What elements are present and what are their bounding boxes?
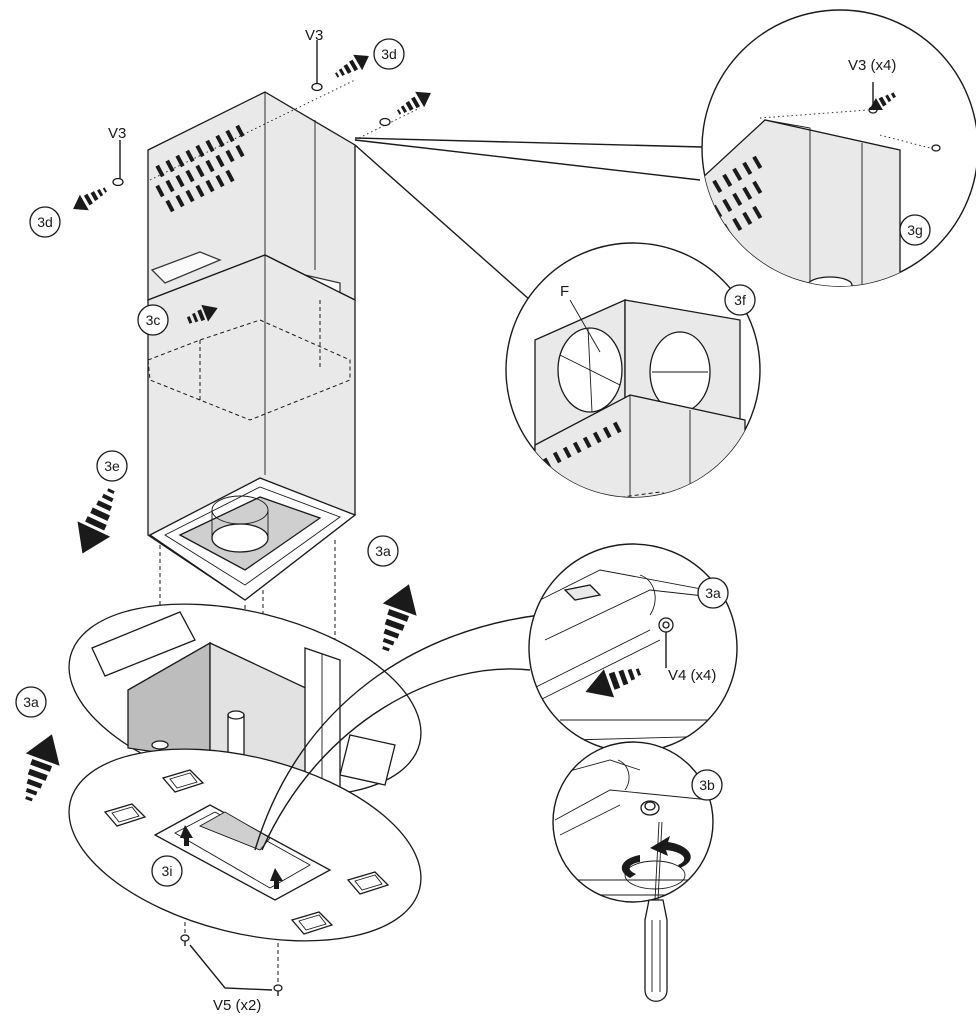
screw-v5-icon bbox=[273, 984, 283, 996]
down-arrow-icon bbox=[77, 488, 115, 554]
step-badge-3g: 3g bbox=[899, 214, 931, 246]
label-v4-x4: V4 (x4) bbox=[668, 667, 716, 684]
step-badge-3i: 3i bbox=[151, 855, 183, 887]
svg-text:3f: 3f bbox=[734, 292, 746, 308]
svg-text:3a: 3a bbox=[705, 585, 721, 601]
up-arrow-icon bbox=[25, 734, 60, 802]
svg-text:3a: 3a bbox=[375, 543, 391, 559]
svg-text:3d: 3d bbox=[381, 46, 397, 62]
svg-text:3b: 3b bbox=[699, 777, 715, 793]
svg-text:3g: 3g bbox=[907, 222, 923, 238]
push-arrow-icon bbox=[585, 668, 642, 698]
screw-icon bbox=[931, 144, 941, 152]
hood-canopy: V5 (x2) 3i bbox=[68, 603, 422, 1014]
detail-3a: V4 (x4) 3a bbox=[528, 543, 738, 753]
push-arrow-icon bbox=[186, 304, 218, 324]
step-badge-3d-top: 3d bbox=[373, 38, 405, 70]
step-badge-3d-left: 3d bbox=[29, 206, 61, 238]
detail-3b: 3b bbox=[552, 741, 723, 903]
step-badge-3a-left: 3a bbox=[15, 686, 47, 718]
screw-v4-icon bbox=[658, 617, 674, 633]
svg-text:3i: 3i bbox=[162, 863, 173, 879]
filter-square-icon bbox=[346, 871, 390, 895]
filter-square-icon bbox=[161, 769, 205, 793]
filter-square-icon bbox=[103, 803, 147, 827]
svg-text:3e: 3e bbox=[104, 458, 120, 474]
push-arrow-icon bbox=[73, 187, 107, 211]
svg-text:3a: 3a bbox=[23, 694, 39, 710]
step-badge-3a-center: 3a bbox=[367, 535, 399, 567]
push-arrow-icon bbox=[335, 54, 369, 78]
step-badge-3b: 3b bbox=[691, 769, 723, 801]
step-badge-3a-detail: 3a bbox=[697, 577, 729, 609]
detail-3g: V3 (x4) 3g bbox=[354, 9, 976, 287]
step-badge-3e: 3e bbox=[96, 450, 128, 482]
label-v5-x2: V5 (x2) bbox=[213, 997, 261, 1014]
filter-square-icon bbox=[290, 911, 334, 935]
step-badge-3f: 3f bbox=[724, 284, 756, 316]
push-arrow-icon bbox=[869, 92, 896, 111]
lower-chimney bbox=[147, 254, 357, 601]
label-f: F bbox=[560, 283, 569, 300]
label-v3-top: V3 bbox=[305, 27, 323, 44]
screw-v3-top bbox=[112, 40, 421, 187]
screwdriver-icon bbox=[644, 821, 668, 1002]
push-arrow-icon bbox=[397, 91, 431, 115]
vent-slots-icon bbox=[712, 155, 763, 238]
svg-text:3d: 3d bbox=[37, 214, 53, 230]
step-badge-3c: 3c bbox=[137, 304, 169, 336]
up-arrow-icon bbox=[382, 584, 417, 652]
label-v3-left: V3 bbox=[108, 125, 126, 142]
screw-v5-icon bbox=[180, 934, 190, 946]
detail-3f: F 3f bbox=[354, 144, 761, 498]
svg-text:3c: 3c bbox=[146, 312, 161, 328]
label-v3-x4: V3 (x4) bbox=[848, 57, 896, 74]
